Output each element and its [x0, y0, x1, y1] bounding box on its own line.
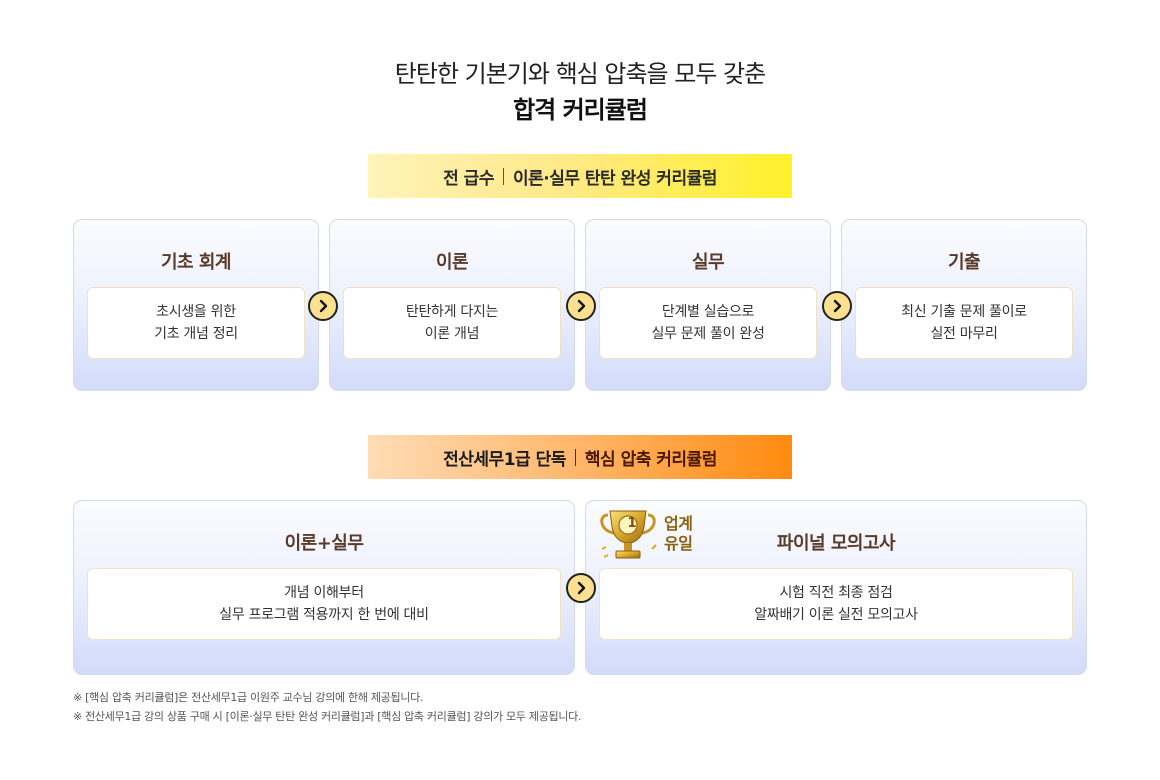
step-title: 기초 회계 — [160, 252, 232, 273]
step-desc-line: 실무 문제 풀이 완성 — [651, 326, 765, 342]
footnotes: ※ [핵심 압축 커리큘럼]은 전산세무1급 이원주 교수님 강의에 한해 제공… — [73, 688, 581, 726]
badge-line: 업계 — [664, 514, 693, 533]
step-card-practice: 실무 단계별 실습으로 실무 문제 풀이 완성 — [585, 219, 831, 391]
page-subtitle: 탄탄한 기본기와 핵심 압축을 모두 갖춘 — [0, 54, 1160, 89]
step-desc-line: 초시생을 위한 — [156, 304, 236, 320]
step-desc-line: 시험 직전 최종 점검 — [779, 585, 893, 601]
step-title: 실무 — [691, 252, 725, 273]
step-title: 이론+실무 — [284, 533, 364, 554]
chevron-right-icon — [308, 291, 338, 321]
section2-banner-lead: 전산세무1급 단독 — [443, 449, 566, 470]
step-desc-line: 개념 이해부터 — [284, 585, 364, 601]
step-desc-line: 탄탄하게 다지는 — [405, 304, 499, 320]
section2-banner: 전산세무1급 단독 핵심 압축 커리큘럼 — [368, 435, 792, 479]
step-desc-line: 기초 개념 정리 — [154, 326, 238, 342]
trophy-icon — [600, 510, 657, 559]
step-description: 최신 기출 문제 풀이로 실전 마무리 — [855, 287, 1073, 359]
page-title: 합격 커리큘럼 — [0, 90, 1160, 125]
footnote: ※ 전산세무1급 강의 상품 구매 시 [이론·실무 탄탄 완성 커리큘럼]과 … — [73, 710, 582, 723]
section2-banner-rest: 핵심 압축 커리큘럼 — [584, 449, 717, 470]
step-description: 시험 직전 최종 점검 알짜배기 이론 실전 모의고사 — [599, 568, 1073, 640]
step-desc-line: 단계별 실습으로 — [661, 304, 755, 320]
subtitle-text: 탄탄한 기본기와 핵심 압축을 모두 갖춘 — [394, 60, 766, 88]
exclusive-badge: 업계 유일 — [664, 514, 693, 554]
step-desc-line: 알짜배기 이론 실전 모의고사 — [754, 607, 918, 623]
footnote: ※ [핵심 압축 커리큘럼]은 전산세무1급 이원주 교수님 강의에 한해 제공… — [73, 691, 424, 704]
step-card-theory-practice: 이론+실무 개념 이해부터 실무 프로그램 적용까지 한 번에 대비 — [73, 500, 575, 675]
banner-divider — [502, 167, 504, 185]
step-card-theory: 이론 탄탄하게 다지는 이론 개념 — [329, 219, 575, 391]
step-desc-line: 최신 기출 문제 풀이로 — [901, 304, 1027, 320]
step-description: 단계별 실습으로 실무 문제 풀이 완성 — [599, 287, 817, 359]
banner-divider — [574, 448, 576, 466]
section1-banner-lead: 전 급수 — [443, 168, 494, 189]
step-desc-line: 실무 프로그램 적용까지 한 번에 대비 — [219, 607, 429, 623]
step-description: 초시생을 위한 기초 개념 정리 — [87, 287, 305, 359]
step-card-final-mock-exam: 파이널 모의고사 시험 직전 최종 점검 알짜배기 이론 실전 모의고사 — [585, 500, 1087, 675]
step-description: 개념 이해부터 실무 프로그램 적용까지 한 번에 대비 — [87, 568, 561, 640]
step-card-past-exams: 기출 최신 기출 문제 풀이로 실전 마무리 — [841, 219, 1087, 391]
step-desc-line: 실전 마무리 — [930, 326, 998, 342]
badge-line: 유일 — [664, 534, 693, 553]
trophy-rank: 1 — [627, 516, 637, 531]
chevron-right-icon — [566, 573, 596, 603]
step-desc-line: 이론 개념 — [424, 326, 480, 342]
step-card-basic-accounting: 기초 회계 초시생을 위한 기초 개념 정리 — [73, 219, 319, 391]
chevron-right-icon — [566, 291, 596, 321]
chevron-right-icon — [822, 291, 852, 321]
step-title: 기출 — [947, 252, 981, 273]
step-title: 파이널 모의고사 — [776, 533, 896, 554]
section1-banner-rest: 이론·실무 탄탄 완성 커리큘럼 — [512, 168, 717, 189]
title-text: 합격 커리큘럼 — [513, 96, 648, 124]
step-description: 탄탄하게 다지는 이론 개념 — [343, 287, 561, 359]
section1-banner: 전 급수 이론·실무 탄탄 완성 커리큘럼 — [368, 154, 792, 198]
step-title: 이론 — [435, 252, 469, 273]
